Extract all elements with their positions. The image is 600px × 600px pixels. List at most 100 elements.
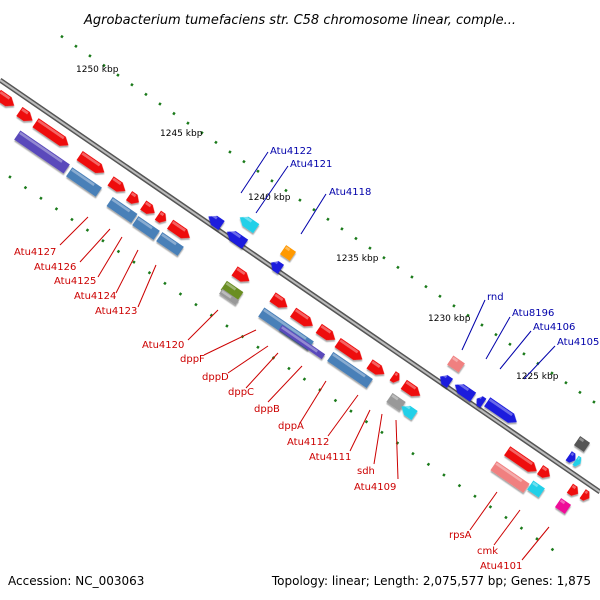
- gene-glyph-purple-b[interactable]: [278, 324, 326, 360]
- gene-label-dppf[interactable]: dppF: [180, 354, 205, 365]
- gene-glyph-b[interactable]: [16, 106, 35, 125]
- scale-label-1250: 1250 kbp: [76, 65, 119, 75]
- gene-glyph-j[interactable]: [14, 130, 70, 174]
- scale-dot: [60, 34, 64, 39]
- scale-dot: [452, 304, 456, 308]
- gene-glyph-sdh[interactable]: [386, 392, 406, 412]
- gene-label-atu8196[interactable]: Atu8196: [512, 308, 554, 319]
- gene-glyph-atu4118-b[interactable]: [268, 258, 285, 274]
- gene-glyph-e[interactable]: [107, 176, 128, 195]
- scale-dot: [298, 198, 302, 202]
- gene-glyph-d[interactable]: [76, 150, 108, 177]
- gene-glyph-dark-gray[interactable]: [573, 436, 591, 452]
- scale-dot: [209, 313, 214, 318]
- scale-dot: [312, 207, 316, 212]
- gene-glyph-atu8196[interactable]: [452, 380, 477, 402]
- gene-label-atu4118[interactable]: Atu4118: [329, 187, 371, 198]
- gene-label-dppd[interactable]: dppD: [202, 372, 229, 383]
- gene-glyph-rnd[interactable]: [437, 372, 454, 388]
- gene-glyph-olive[interactable]: [220, 280, 244, 302]
- gene-glyph-m[interactable]: [132, 216, 160, 240]
- gene-glyph-k[interactable]: [66, 167, 102, 197]
- scale-dot: [396, 265, 400, 270]
- gene-label-atu4109[interactable]: Atu4109: [354, 482, 396, 493]
- scale-dot: [200, 131, 204, 135]
- gene-glyph-c[interactable]: [32, 118, 71, 150]
- gene-label-cmk[interactable]: cmk: [477, 546, 498, 557]
- gene-glyph-red-tip[interactable]: [566, 483, 581, 499]
- gene-glyph-atu4101[interactable]: [554, 498, 572, 514]
- scale-dot: [270, 179, 274, 183]
- gene-label-atu4101[interactable]: Atu4101: [480, 561, 522, 572]
- gene-glyph-atu4120[interactable]: [231, 266, 252, 285]
- gene-glyph-atu4121[interactable]: [237, 213, 260, 234]
- scale-dot: [333, 398, 338, 403]
- gene-glyph-g[interactable]: [140, 200, 158, 218]
- gene-label-atu4126[interactable]: Atu4126: [34, 262, 76, 273]
- gene-label-dppc[interactable]: dppC: [228, 387, 254, 398]
- gene-glyph-steel-b[interactable]: [327, 351, 373, 389]
- map-title: Agrobacterium tumefaciens str. C58 chrom…: [83, 13, 516, 28]
- scale-dot: [564, 380, 568, 385]
- gene-label-atu4112[interactable]: Atu4112: [287, 437, 329, 448]
- gene-label-dppb[interactable]: dppB: [254, 404, 280, 415]
- gene-glyph-f[interactable]: [125, 191, 142, 207]
- gene-glyph-dppc[interactable]: [315, 323, 339, 344]
- gene-glyph-blue-small[interactable]: [565, 451, 579, 465]
- scale-dot: [424, 284, 428, 289]
- gene-label-atu4124[interactable]: Atu4124: [74, 291, 116, 302]
- scale-dots: [8, 34, 596, 552]
- scale-dot: [438, 294, 442, 298]
- scale-label-1230: 1230 kbp: [428, 314, 471, 324]
- gene-label-rnd[interactable]: rnd: [487, 292, 504, 303]
- gene-glyph-l[interactable]: [106, 196, 138, 224]
- gene-glyph-dppf[interactable]: [269, 292, 290, 311]
- scale-dot: [466, 313, 470, 318]
- scale-dot: [488, 505, 493, 509]
- gene-label-atu4121[interactable]: Atu4121: [290, 159, 332, 170]
- gene-glyph-cyan-small[interactable]: [572, 455, 583, 468]
- scale-dot: [228, 150, 232, 154]
- gene-label-rpsa[interactable]: rpsA: [449, 530, 472, 541]
- gene-glyph-n[interactable]: [156, 232, 184, 256]
- gene-glyph-atu4109[interactable]: [398, 402, 418, 421]
- gene-label-dppa[interactable]: dppA: [278, 421, 304, 432]
- gene-label-atu4123[interactable]: Atu4123: [95, 306, 137, 317]
- scale-dot: [349, 409, 353, 413]
- gene-glyph-atu4122-a[interactable]: [205, 212, 225, 231]
- scale-dot: [508, 342, 512, 347]
- scale-dot: [364, 419, 369, 424]
- gene-label-atu4111[interactable]: Atu4111: [309, 452, 351, 463]
- gene-glyph-i[interactable]: [166, 219, 193, 243]
- gene-label-sdh[interactable]: sdh: [357, 466, 375, 477]
- gene-glyph-rpsa[interactable]: [490, 461, 530, 493]
- gene-glyph-atu4105[interactable]: [484, 397, 520, 426]
- gene-glyph-atu4111[interactable]: [400, 379, 424, 400]
- gene-glyph-atu4122-b[interactable]: [224, 227, 249, 249]
- gene-glyph-atu4118-a[interactable]: [279, 245, 297, 261]
- gene-glyph-atu4106[interactable]: [474, 394, 487, 408]
- gene-label-atu4106[interactable]: Atu4106: [533, 322, 575, 333]
- scale-dot: [130, 82, 134, 87]
- gene-label-atu4127[interactable]: Atu4127: [14, 247, 56, 258]
- gene-glyph-red-large[interactable]: [504, 446, 540, 475]
- gene-label-atu4120[interactable]: Atu4120: [142, 340, 184, 351]
- scale-dot: [256, 169, 260, 173]
- gene-glyph-red-tip-b[interactable]: [579, 489, 593, 503]
- gene-glyph-dppa[interactable]: [366, 359, 387, 378]
- gene-label-atu4122[interactable]: Atu4122: [270, 146, 312, 157]
- gene-label-atu4125[interactable]: Atu4125: [54, 276, 96, 287]
- gene-glyph-a[interactable]: [0, 89, 17, 110]
- gene-glyph-gray-a[interactable]: [219, 288, 239, 306]
- gene-glyph-dppd[interactable]: [289, 307, 316, 331]
- scale-dot: [147, 270, 152, 275]
- gene-glyph-cmk[interactable]: [527, 480, 545, 498]
- gene-glyph-pink-a[interactable]: [447, 355, 465, 373]
- scale-dot: [214, 140, 218, 145]
- gene-features: [0, 89, 593, 514]
- gene-glyph-h[interactable]: [154, 210, 169, 226]
- gene-label-atu4105[interactable]: Atu4105: [557, 337, 599, 348]
- gene-glyph-dppb[interactable]: [334, 337, 366, 364]
- gene-glyph-red-small[interactable]: [536, 465, 553, 481]
- gene-glyph-atu4112[interactable]: [389, 371, 403, 385]
